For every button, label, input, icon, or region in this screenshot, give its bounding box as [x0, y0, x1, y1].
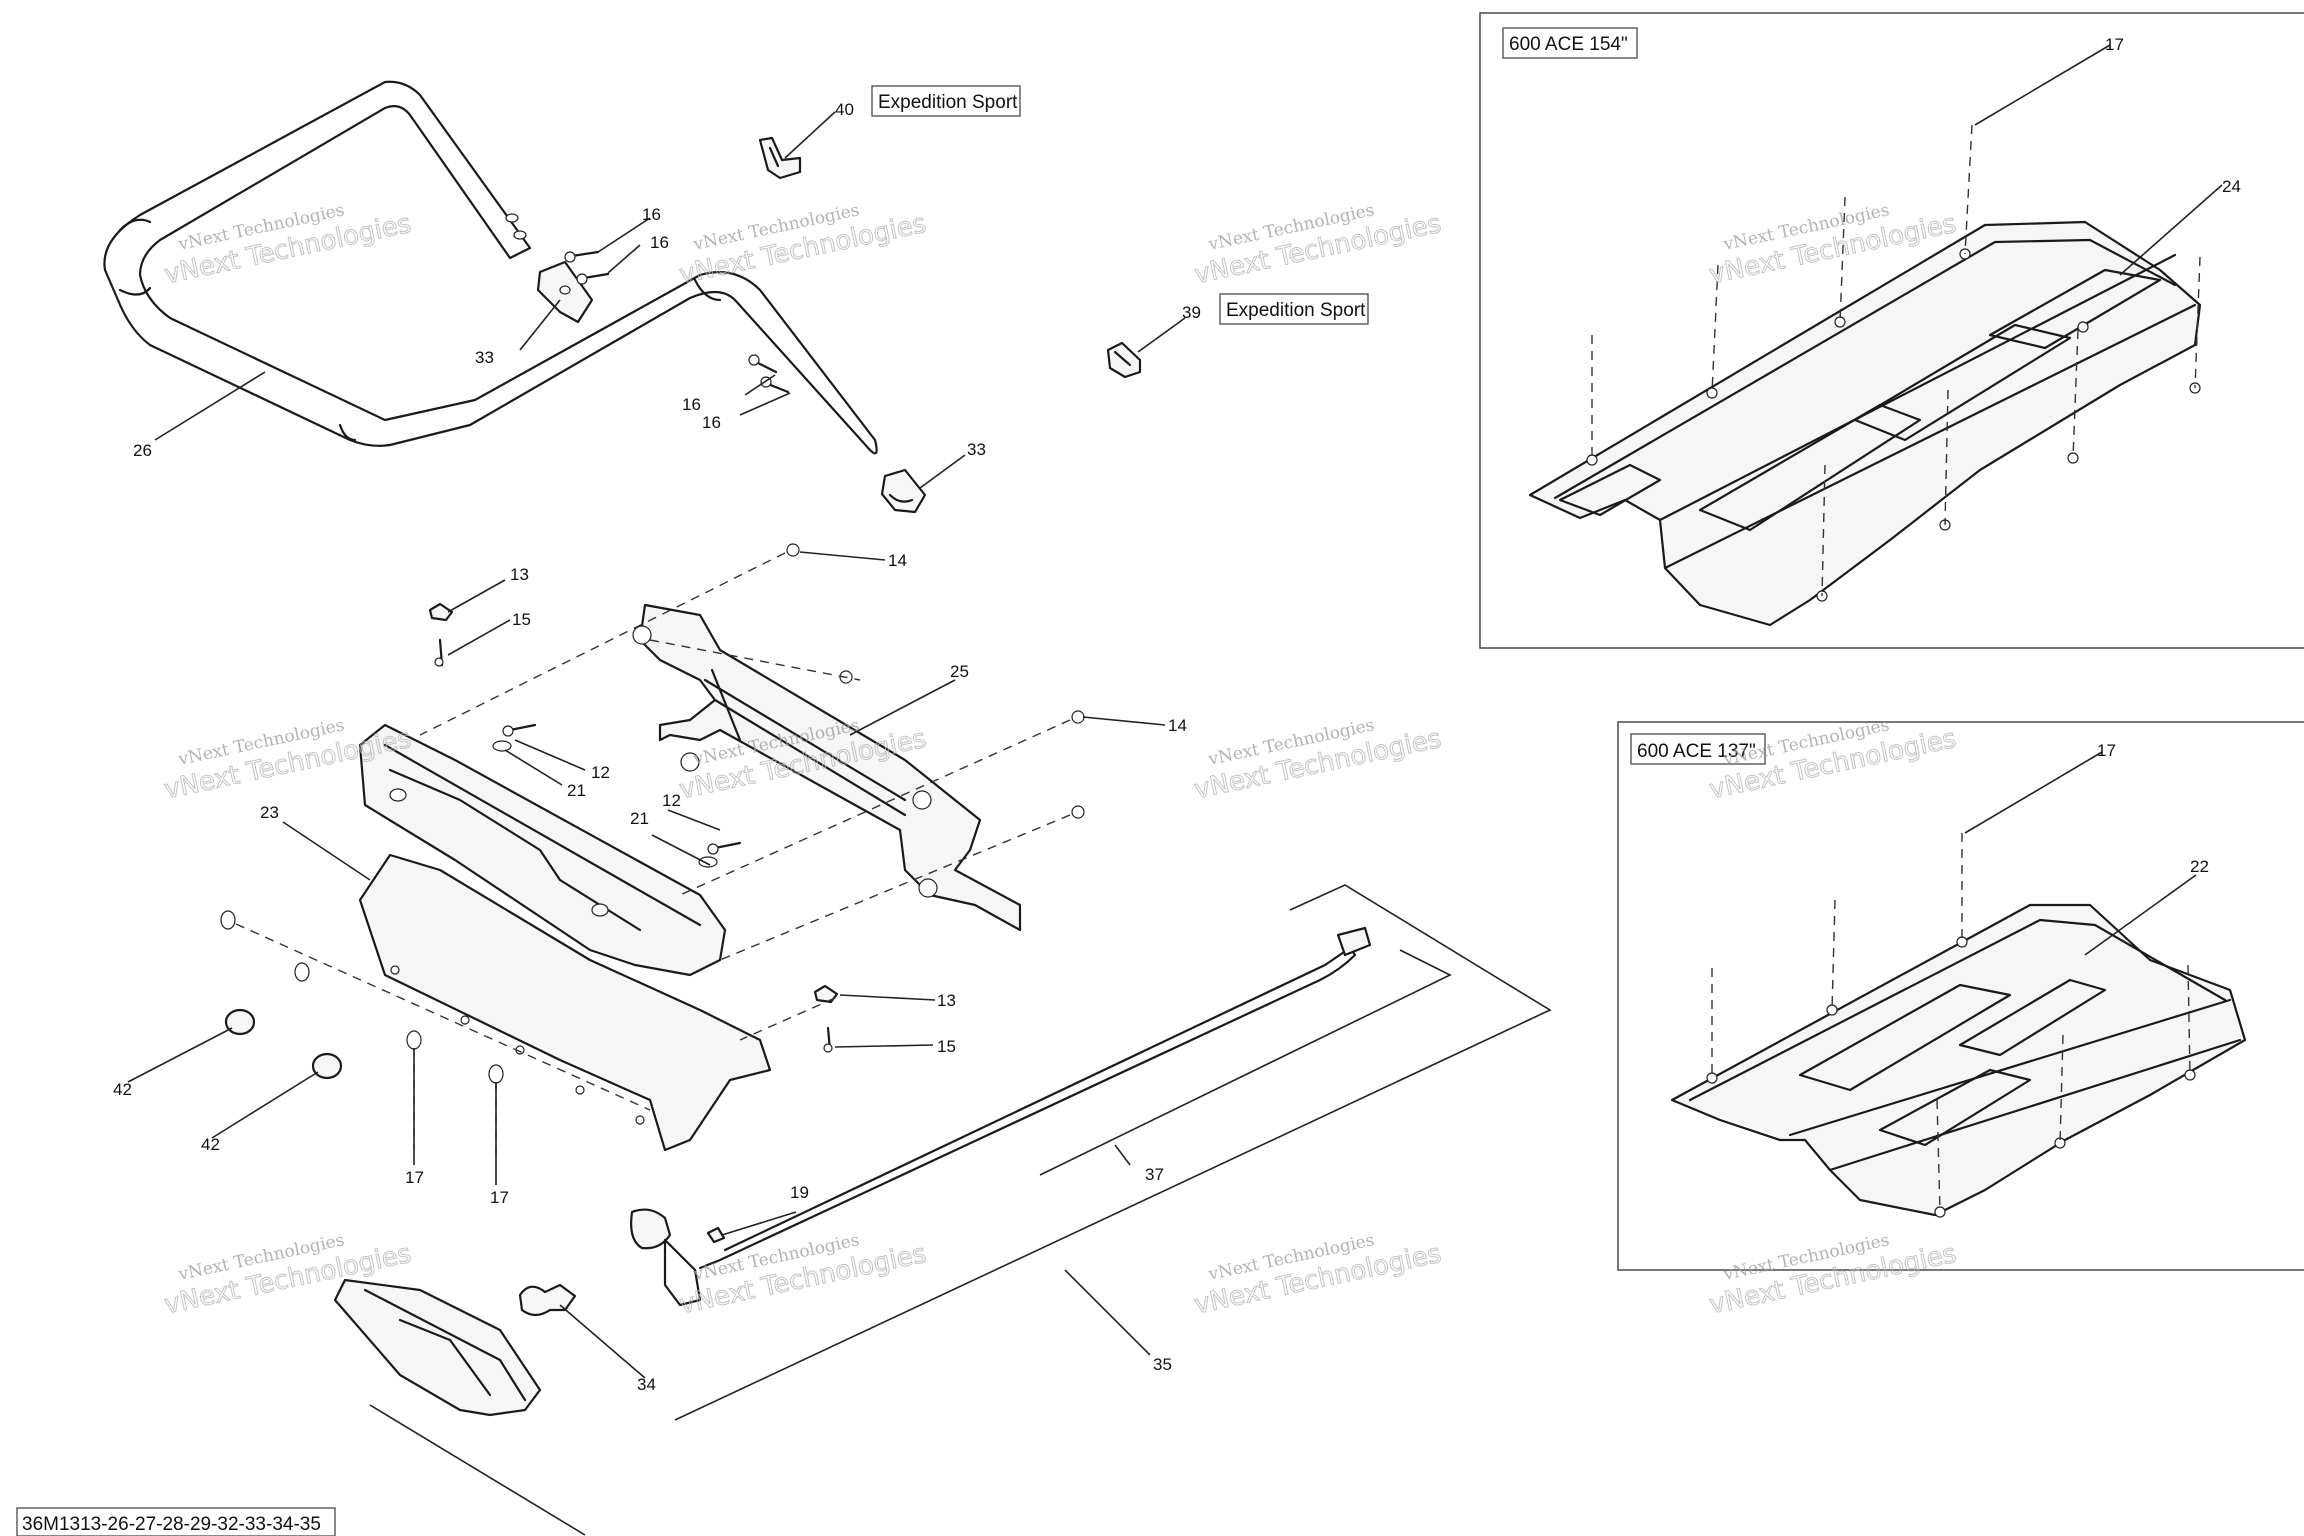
callout-16: 16 — [650, 233, 669, 252]
callout-16: 16 — [682, 395, 701, 414]
callout-37: 37 — [1145, 1165, 1164, 1184]
reference-code-label: 36M1313-26-27-28-29-32-33-34-35 — [16, 1507, 336, 1536]
callout-42: 42 — [113, 1080, 132, 1099]
ace137-dash-lines — [1711, 833, 2191, 1213]
callout-15: 15 — [937, 1037, 956, 1056]
callout-17: 17 — [490, 1188, 509, 1207]
label-600-ace-154: 600 ACE 154" — [1502, 27, 1638, 59]
callout-40: 40 — [835, 100, 854, 119]
svg-text:Expedition Sport: Expedition Sport — [1226, 300, 1366, 321]
part-26-handle-bar — [103, 80, 878, 455]
callout-39: 39 — [1182, 303, 1201, 322]
part-23-rear-bumper-body — [358, 723, 772, 1152]
callout-12: 12 — [591, 763, 610, 782]
callout-12: 12 — [662, 791, 681, 810]
callout-17: 17 — [2097, 741, 2116, 760]
part-33-bracket-upper — [536, 260, 594, 324]
callout-13: 13 — [510, 565, 529, 584]
callout-35: 35 — [1153, 1355, 1172, 1374]
callout-22: 22 — [2190, 857, 2209, 876]
svg-text:600 ACE 154": 600 ACE 154" — [1509, 34, 1628, 55]
part-16-bolts — [564, 250, 790, 394]
leader-lines — [127, 44, 2223, 1379]
callout-16: 16 — [702, 413, 721, 432]
callout-17: 17 — [405, 1168, 424, 1187]
callout-24: 24 — [2222, 177, 2241, 196]
board-137-fasteners — [1706, 936, 2196, 1218]
callout-14: 14 — [1168, 716, 1187, 735]
label-600-ace-137: 600 ACE 137" — [1630, 733, 1766, 765]
part-40-clip — [758, 136, 802, 180]
callout-13: 13 — [937, 991, 956, 1010]
callout-42: 42 — [201, 1135, 220, 1154]
part-33-bracket-lower — [880, 468, 927, 514]
callout-33: 33 — [967, 440, 986, 459]
small-fasteners — [220, 543, 1085, 1084]
part-37-wiring-harness — [369, 884, 1552, 1536]
part-39-clip — [1106, 341, 1142, 379]
callout-14: 14 — [888, 551, 907, 570]
callout-19: 19 — [790, 1183, 809, 1202]
part-taillight — [333, 1278, 542, 1417]
callout-21: 21 — [630, 809, 649, 828]
perforated-panels — [1558, 268, 2162, 532]
callout-26: 26 — [133, 441, 152, 460]
callout-25: 25 — [950, 662, 969, 681]
label-expedition-sport-39: Expedition Sport — [1219, 293, 1369, 325]
frame-600-ace-137 — [1617, 721, 2304, 1271]
callout-17: 17 — [2105, 35, 2124, 54]
ace154-dash-lines — [1591, 124, 2201, 597]
label-expedition-sport-40: Expedition Sport — [871, 85, 1021, 117]
callout-33: 33 — [475, 348, 494, 367]
callout-34: 34 — [637, 1375, 656, 1394]
svg-text:36M1313-26-27-28-29-32-33-34-3: 36M1313-26-27-28-29-32-33-34-35 — [22, 1514, 321, 1535]
svg-text:600 ACE 137": 600 ACE 137" — [1637, 741, 1756, 762]
part-22-running-board-137 — [1670, 903, 2247, 1218]
callout-21: 21 — [567, 781, 586, 800]
part-24-running-board-154 — [1528, 220, 2202, 627]
part-34-bulb — [518, 1283, 577, 1317]
callout-23: 23 — [260, 803, 279, 822]
callout-16: 16 — [642, 205, 661, 224]
callout-15: 15 — [512, 610, 531, 629]
callout-numbers: 40 16 16 33 26 39 16 16 33 13 15 14 25 1… — [113, 35, 2241, 1394]
part-25-rear-frame-bracket — [632, 603, 1022, 932]
frame-600-ace-154 — [1479, 12, 2304, 649]
svg-text:Expedition Sport: Expedition Sport — [878, 92, 1018, 113]
